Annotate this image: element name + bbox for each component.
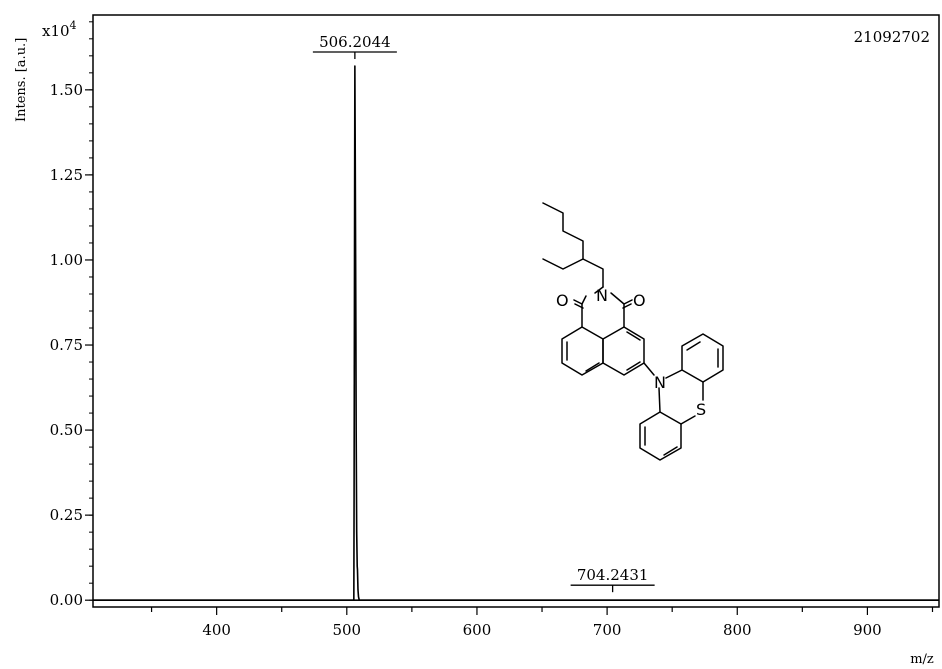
x-axis-label: m/z [910, 652, 934, 667]
x-tick-label: 700 [593, 621, 622, 639]
y-tick-label: 0.25 [50, 506, 83, 524]
peak-label: 506.2044 [319, 33, 391, 51]
peak-annotations: 506.2044 704.2431 [312, 33, 655, 593]
x-tick-label: 600 [463, 621, 492, 639]
peak-label: 704.2431 [577, 566, 649, 584]
molecular-structure [542, 202, 724, 461]
y-tick-label: 0.75 [50, 336, 83, 354]
series-layer [93, 65, 939, 602]
x-tick-label: 500 [332, 621, 361, 639]
x-tick-label: 400 [202, 621, 231, 639]
y-multiplier-exponent: 4 [70, 19, 77, 32]
x-axis-ticks: 400 500 600 700 800 900 [150, 607, 934, 639]
y-axis-label: Intens. [a.u.] [14, 38, 29, 122]
y-multiplier-label: x104 [42, 19, 77, 40]
atom-n-imide: N [596, 286, 608, 305]
atom-n-phenothiazine: N [654, 373, 666, 392]
y-tick-label: 0.50 [50, 421, 83, 439]
spectrum-line [93, 65, 939, 602]
sample-id: 21092702 [854, 28, 930, 46]
y-tick-label: 0.00 [50, 591, 83, 609]
atom-s: S [696, 400, 706, 419]
y-tick-label: 1.00 [50, 251, 83, 269]
y-tick-label: 1.50 [50, 81, 83, 99]
atom-o-left: O [556, 291, 569, 310]
y-tick-label: 1.25 [50, 166, 83, 184]
x-tick-label: 900 [853, 621, 882, 639]
atom-o-right: O [633, 291, 646, 310]
plot-frame [92, 14, 940, 608]
y-axis-ticks: 0.00 0.25 0.50 0.75 1.00 1.25 1.50 [50, 21, 93, 609]
x-tick-label: 800 [723, 621, 752, 639]
